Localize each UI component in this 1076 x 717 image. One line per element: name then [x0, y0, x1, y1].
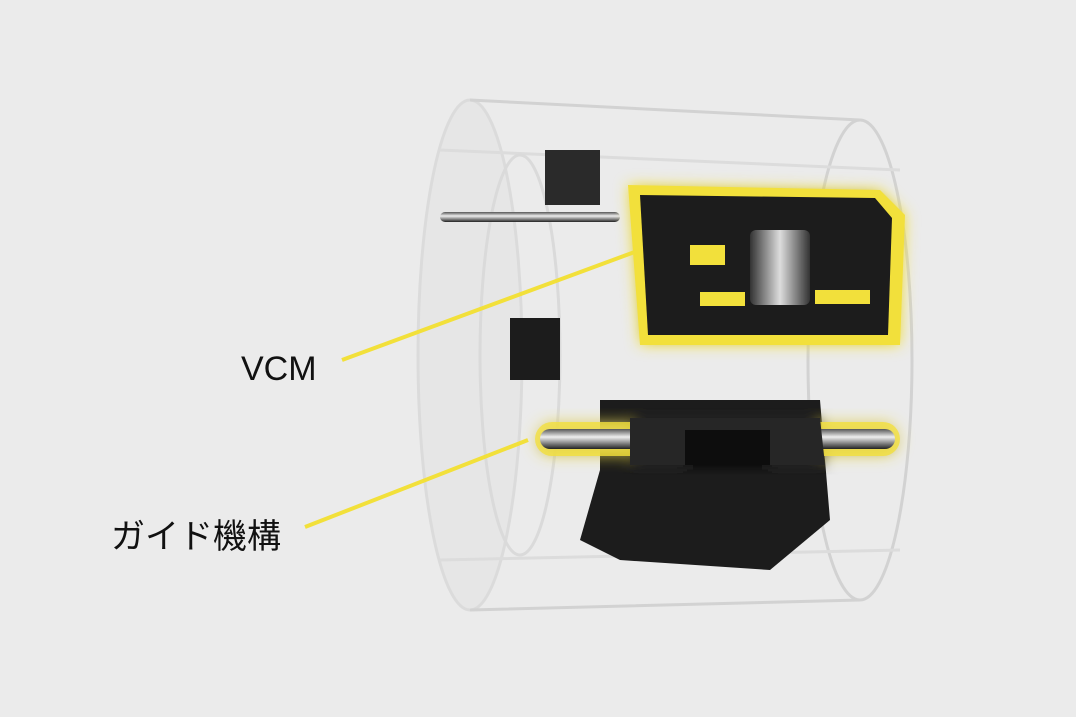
upper-shaft: [440, 212, 620, 222]
vcm-leader-line: [341, 248, 641, 362]
vcm-assembly: [628, 185, 905, 345]
vcm-label: VCM: [241, 350, 317, 388]
guide-leader-line: [304, 438, 529, 529]
guide-mechanism-label: ガイド機構: [111, 518, 281, 556]
guide-mechanism: [535, 418, 900, 465]
